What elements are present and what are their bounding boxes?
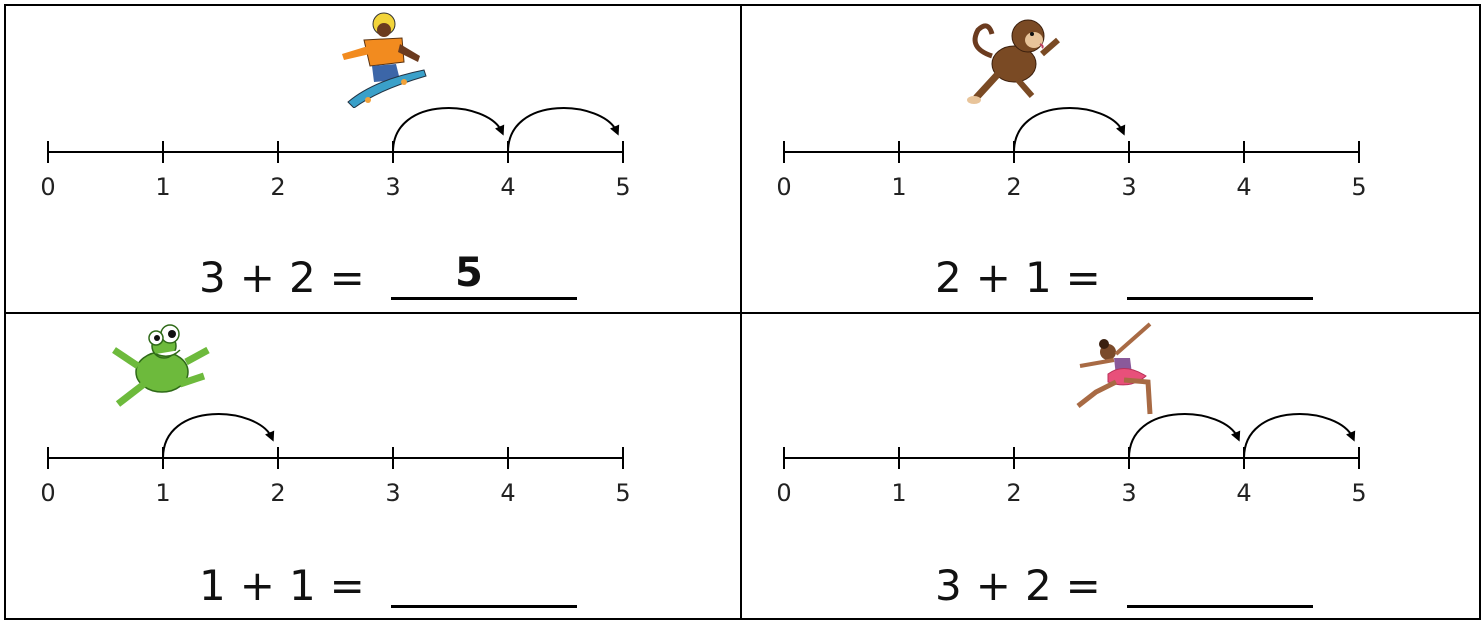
tick-label: 5 — [615, 479, 630, 507]
hop-arrow — [508, 108, 617, 152]
addend-a: 2 — [935, 256, 962, 300]
tick-label: 5 — [615, 173, 630, 201]
tick-label: 4 — [500, 479, 515, 507]
tick-label: 4 — [1236, 173, 1251, 201]
hop-arrow — [163, 414, 272, 458]
equation: 3 + 2 = 5 — [199, 252, 577, 300]
addend-b: 2 — [289, 256, 316, 300]
hop-arrow — [1129, 414, 1238, 458]
tick-label: 3 — [1121, 173, 1136, 201]
tick-label: 3 — [385, 479, 400, 507]
answer-blank[interactable] — [1127, 561, 1313, 608]
tick-label: 1 — [891, 173, 906, 201]
tick-label: 2 — [1006, 173, 1021, 201]
tick-label: 3 — [385, 173, 400, 201]
tick-label: 0 — [40, 173, 55, 201]
plus-sign: + — [976, 256, 1011, 300]
addend-b: 1 — [289, 564, 316, 608]
problem-card: 0 1 2 3 4 5 1 + 1 = — [4, 312, 742, 623]
tick-label: 4 — [500, 173, 515, 201]
tick-label: 4 — [1236, 479, 1251, 507]
answer-blank[interactable] — [391, 561, 577, 608]
problem-card: 0 1 2 3 4 5 2 + 1 = — [740, 4, 1478, 315]
plus-sign: + — [240, 256, 275, 300]
tick-label: 0 — [40, 479, 55, 507]
plus-sign: + — [240, 564, 275, 608]
equals-sign: = — [330, 256, 365, 300]
number-line: 0 1 2 3 4 5 — [740, 4, 1478, 244]
equals-sign: = — [1066, 564, 1101, 608]
answer-value: 5 — [391, 253, 577, 293]
tick-label: 1 — [891, 479, 906, 507]
tick-label: 1 — [155, 479, 170, 507]
addend-b: 1 — [1025, 256, 1052, 300]
tick-label: 2 — [270, 479, 285, 507]
problem-card: 0 1 2 3 4 5 3 + 2 = 5 — [4, 4, 742, 315]
hop-arrow — [1014, 108, 1123, 152]
tick-label: 2 — [1006, 479, 1021, 507]
addend-a: 3 — [935, 564, 962, 608]
addend-b: 2 — [1025, 564, 1052, 608]
problem-card: 0 1 2 3 4 5 3 + 2 = — [740, 312, 1478, 623]
ballerina-icon — [1074, 318, 1170, 420]
tick-label: 2 — [270, 173, 285, 201]
addend-a: 1 — [199, 564, 226, 608]
equals-sign: = — [1066, 256, 1101, 300]
tick-label: 1 — [155, 173, 170, 201]
equation: 3 + 2 = — [935, 560, 1313, 608]
tick-label: 3 — [1121, 479, 1136, 507]
monkey-icon — [962, 10, 1062, 110]
tick-label: 0 — [776, 479, 791, 507]
frog-icon — [108, 320, 216, 414]
answer-blank[interactable] — [1127, 253, 1313, 300]
equation: 2 + 1 = — [935, 252, 1313, 300]
equals-sign: = — [330, 564, 365, 608]
tick-label: 5 — [1351, 479, 1366, 507]
tick-label: 0 — [776, 173, 791, 201]
addend-a: 3 — [199, 256, 226, 300]
hop-arrow — [393, 108, 502, 152]
hop-arrow — [1244, 414, 1353, 458]
skateboarder-icon — [334, 10, 430, 112]
answer-blank[interactable]: 5 — [391, 253, 577, 300]
equation: 1 + 1 = — [199, 560, 577, 608]
tick-label: 5 — [1351, 173, 1366, 201]
plus-sign: + — [976, 564, 1011, 608]
